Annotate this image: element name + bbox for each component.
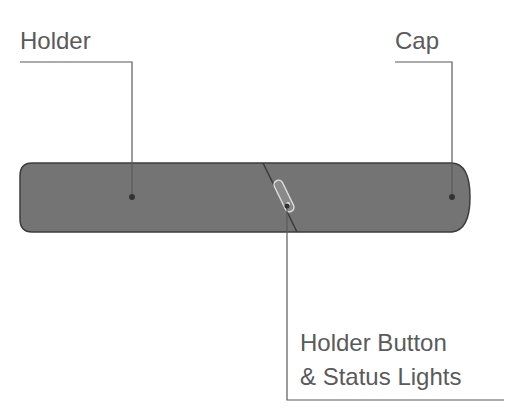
leader-dot: [129, 194, 135, 200]
leader-line: [20, 62, 132, 197]
leader-line: [395, 62, 452, 197]
leader-dot: [285, 204, 290, 209]
cap-seam: [263, 163, 297, 232]
leader-line: [287, 206, 504, 400]
part-label: Holder: [20, 24, 91, 58]
leader-dot: [449, 194, 455, 200]
holder-body: [20, 163, 470, 232]
part-label: Cap: [395, 24, 439, 58]
holder-button: [273, 179, 296, 214]
part-label: Holder Button & Status Lights: [300, 326, 466, 394]
